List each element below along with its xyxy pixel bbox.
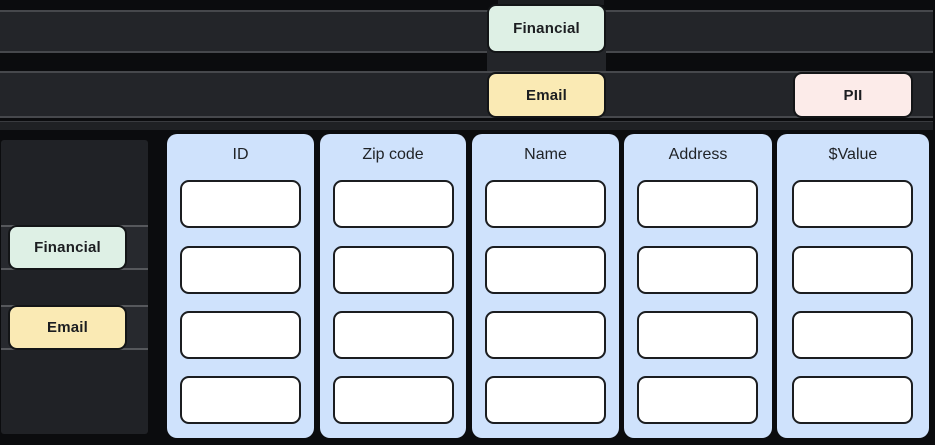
table-cell <box>637 180 758 228</box>
table-cell <box>180 311 301 359</box>
column-address: Address <box>624 134 772 438</box>
table-cell <box>333 311 454 359</box>
table-cell <box>637 246 758 294</box>
column-header-zip-code: Zip code <box>362 146 424 163</box>
row-tags-panel: Financial Email <box>1 140 148 434</box>
track-row-3-edge <box>0 121 933 130</box>
table-cell <box>792 246 913 294</box>
table-cell <box>792 311 913 359</box>
email-row-tag-chip[interactable]: Email <box>8 305 127 350</box>
email-tag-chip[interactable]: Email <box>487 72 606 118</box>
track-connector <box>487 51 606 73</box>
table-cell <box>333 180 454 228</box>
table-cell <box>637 376 758 424</box>
table-cell <box>180 246 301 294</box>
column-header-name: Name <box>524 146 567 163</box>
track-row-1 <box>0 10 933 53</box>
column-header-id: ID <box>232 146 249 163</box>
column-zip-code: Zip code <box>320 134 466 438</box>
column-header-value: $Value <box>828 146 878 163</box>
financial-row-tag-chip[interactable]: Financial <box>8 225 127 270</box>
table-cell <box>485 246 606 294</box>
table-cell <box>792 376 913 424</box>
table-cell <box>485 180 606 228</box>
table-cell <box>485 311 606 359</box>
pii-tag-chip[interactable]: PII <box>793 72 913 118</box>
table-cell <box>180 180 301 228</box>
track-row-2 <box>0 71 933 118</box>
track-slot-top <box>498 0 604 5</box>
table-cell <box>333 246 454 294</box>
column-header-address: Address <box>668 146 728 163</box>
column-id: ID <box>167 134 314 438</box>
table-cell <box>333 376 454 424</box>
table-cell <box>637 311 758 359</box>
table-cell <box>180 376 301 424</box>
column-name: Name <box>472 134 619 438</box>
table-cell <box>792 180 913 228</box>
financial-tag-chip[interactable]: Financial <box>487 4 606 53</box>
column-value: $Value <box>777 134 929 438</box>
table-cell <box>485 376 606 424</box>
